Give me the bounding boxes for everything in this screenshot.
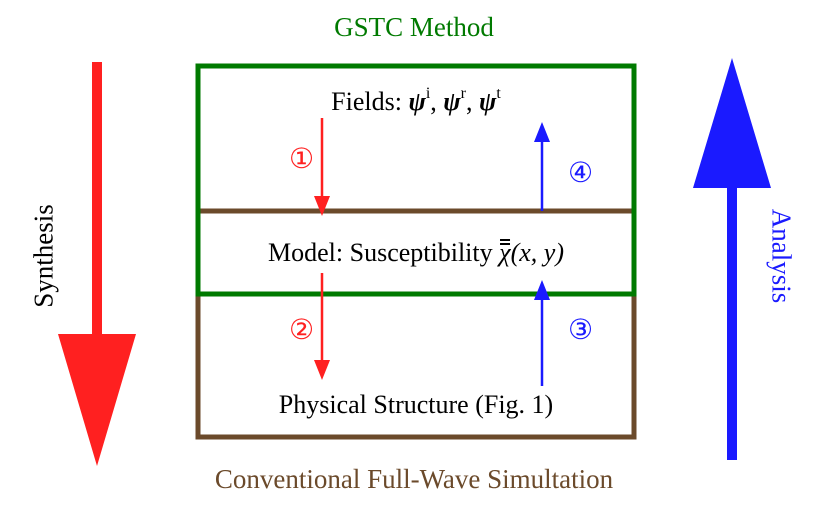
synthesis-label: Synthesis	[28, 204, 59, 308]
synthesis-arrow	[58, 62, 136, 466]
psi-incident: ψi	[408, 85, 431, 116]
step-3-label: ③	[568, 315, 594, 346]
psi-transmitted: ψt	[479, 85, 501, 116]
step4-arrow	[534, 122, 550, 211]
model-label: Model: Susceptibility χ(x, y)	[268, 238, 564, 267]
step3-arrow	[534, 280, 550, 386]
full-wave-box	[195, 208, 637, 440]
step1-arrow	[314, 118, 330, 216]
gstc-box	[195, 63, 637, 297]
step-4-label: ④	[568, 158, 594, 189]
psi-reflected: ψr	[443, 85, 466, 116]
susceptibility-tensor-symbol: χ	[499, 238, 511, 267]
model-text: Model: Susceptibility	[268, 238, 493, 267]
analysis-arrow	[693, 58, 771, 460]
step-2-label: ②	[289, 315, 315, 346]
susceptibility-args: (x, y)	[510, 238, 564, 267]
fields-label: Fields: ψi, ψr, ψt	[331, 85, 501, 116]
full-wave-title: Conventional Full-Wave Simultation	[214, 464, 614, 494]
gstc-method-title: GSTC Method	[334, 12, 494, 42]
physical-structure-label: Physical Structure (Fig. 1)	[278, 390, 554, 419]
step-1-label: ①	[289, 144, 315, 175]
analysis-label: Analysis	[766, 208, 797, 304]
fields-text: Fields:	[331, 87, 402, 116]
step2-arrow	[314, 273, 330, 380]
